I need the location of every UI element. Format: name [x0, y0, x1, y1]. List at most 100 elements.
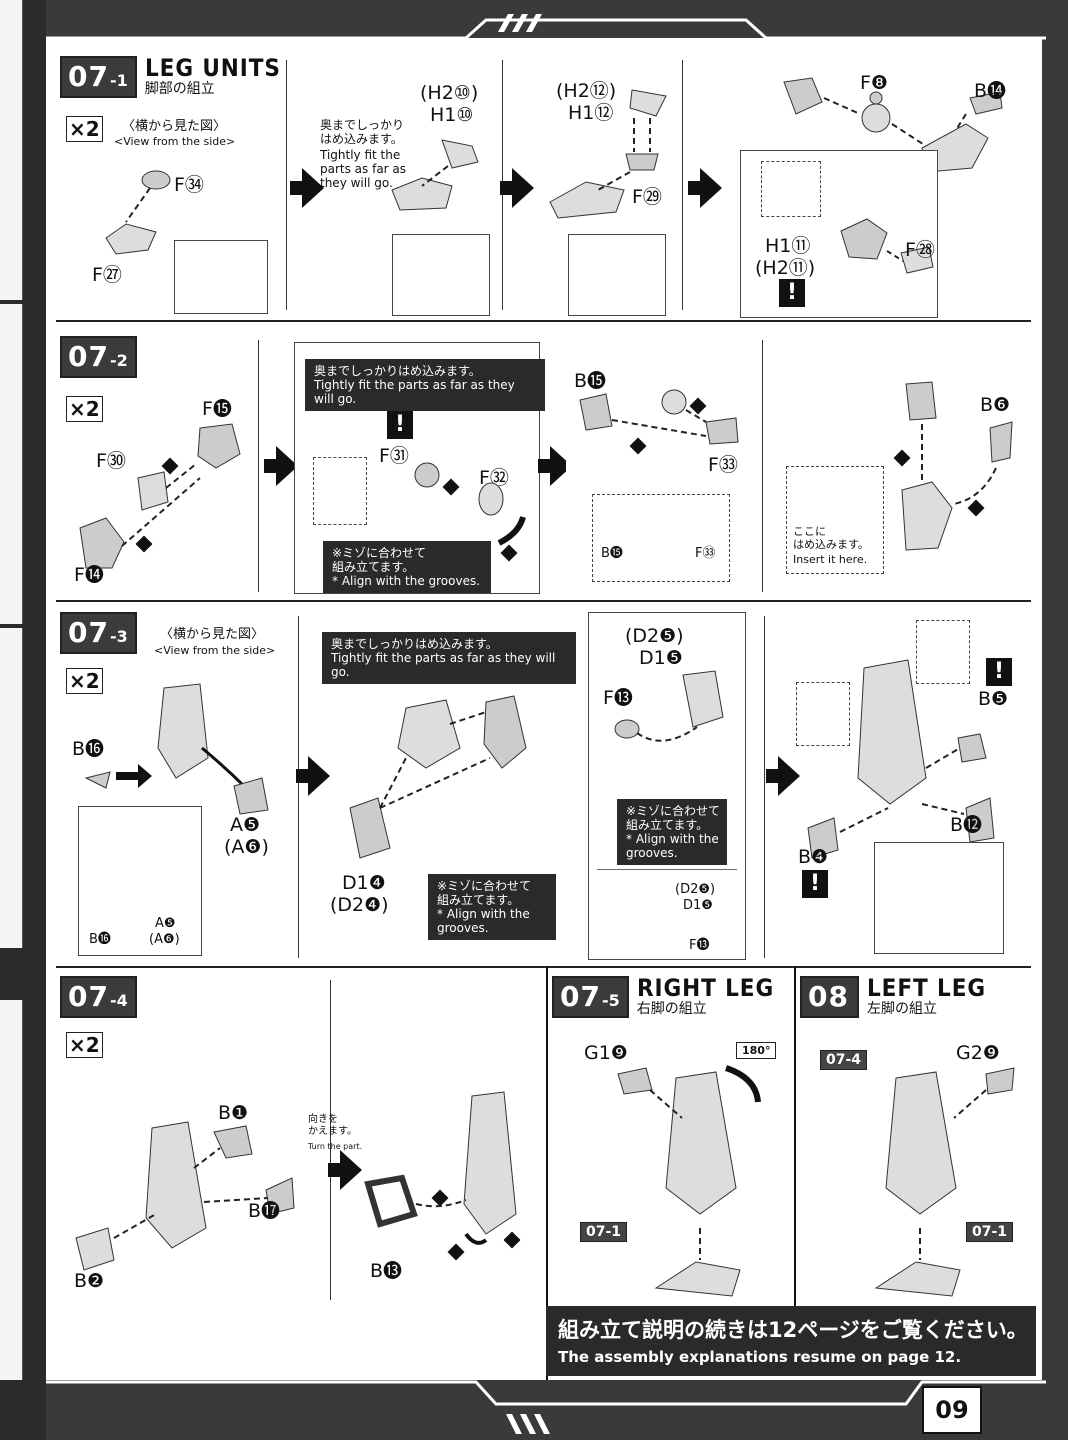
continuation-banner: 組み立て説明の続きは12ページをご覧ください。 The assembly exp… [546, 1306, 1036, 1376]
reference-step-tag: 07-1 [580, 1222, 628, 1242]
label-b16: B⓰ [72, 738, 105, 760]
label-d2-4: (D2❹) [330, 894, 389, 916]
label-f15: F⓯ [202, 398, 232, 420]
label-b6: B❻ [980, 394, 1011, 416]
view-note-en: <View from the side> [154, 644, 276, 657]
top-decoration [46, 14, 1046, 40]
part-drawing-b6 [893, 381, 1013, 551]
quantity-badge: ×2 [66, 1032, 103, 1058]
part-drawing-h1-10 [391, 139, 479, 211]
label-h2-12: (H2⑫) [556, 80, 617, 102]
detail-inset [174, 240, 268, 314]
label-d2-5: (D2❺) [625, 625, 684, 647]
turn-note-jp: 向きを かえます。 [308, 1114, 357, 1137]
label-b17: B⓱ [248, 1200, 281, 1222]
step-07-4-header: 07-4 [60, 976, 137, 1018]
label-h2-10: (H2⑩) [420, 82, 479, 104]
label-b4: B❹ [798, 846, 829, 868]
rotate-180-icon: 180° [736, 1042, 777, 1059]
detail-inset [568, 234, 666, 316]
next-step-arrow [500, 168, 534, 208]
detail-inset [874, 842, 1004, 954]
label-f8: F❽ [860, 72, 888, 94]
label-b14: B⓮ [974, 80, 1007, 102]
label-b15: B⓯ [574, 370, 607, 392]
step-07-2-subassembly: B⓯ F㉝ B⓯ F㉝ [566, 342, 762, 590]
caution-icon: ! [779, 279, 805, 307]
label-f13: F⓭ [603, 687, 633, 709]
step-title: LEG UNITS [144, 54, 281, 82]
label-b2: B❷ [74, 1270, 105, 1292]
next-step-arrow [296, 756, 330, 796]
label-a6: (A❻) [224, 836, 269, 858]
page-binding [0, 0, 46, 1440]
turn-note-en: Turn the part. [308, 1142, 363, 1151]
view-note-en: <View from the side> [114, 135, 236, 148]
step-title-jp: 左脚の組立 [866, 1001, 937, 1017]
groove-note: ※ミゾに合わせて 組み立てます。* Align with the grooves… [617, 799, 727, 865]
insert-detail: ここに はめ込みます。 Insert it here. [786, 466, 884, 574]
detail-dashed-box [761, 161, 821, 217]
label-f31: F㉛ [379, 445, 409, 467]
continuation-text-jp: 組み立て説明の続きは12ページをご覧ください。 [558, 1318, 1028, 1342]
step-title-jp: 右脚の組立 [636, 1001, 707, 1017]
label-b13: B⓭ [370, 1260, 403, 1282]
caution-icon: ! [986, 658, 1012, 686]
reference-step-tag: 07-1 [966, 1222, 1014, 1242]
detail-inset [392, 234, 490, 316]
label-g1-9: G1❾ [584, 1042, 628, 1064]
quantity-badge: ×2 [66, 668, 103, 694]
label-h1-10: H1⑩ [430, 104, 474, 126]
label-f14: F⓮ [74, 564, 104, 586]
quantity-badge: ×2 [66, 116, 103, 142]
part-drawing-f34-f27 [105, 170, 171, 255]
label-f28: F㉘ [905, 239, 935, 261]
label-h1-12: H1⑫ [568, 102, 614, 124]
fit-note: 奥までしっかりはめ込みます。Tightly fit the parts as f… [305, 359, 545, 411]
quantity-badge: ×2 [66, 396, 103, 422]
reference-step-tag: 07-4 [820, 1050, 868, 1070]
part-drawing-d1-4 [349, 695, 527, 859]
caution-icon: ! [387, 411, 413, 439]
next-step-arrow [328, 1150, 362, 1190]
step-07-2-header: 07-2 [60, 336, 137, 378]
label-f34: F㉞ [174, 174, 204, 196]
step-07-2-detail: 奥までしっかりはめ込みます。Tightly fit the parts as f… [294, 342, 545, 594]
label-f30: F㉚ [96, 450, 126, 472]
step-title-jp: 脚部の組立 [144, 81, 215, 97]
next-step-arrow [766, 756, 800, 796]
page-number: 09 [922, 1386, 982, 1434]
label-g2-9: G2❾ [956, 1042, 1000, 1064]
next-step-arrow [264, 446, 298, 486]
label-d1-4: D1❹ [342, 872, 386, 894]
step-07-3-detail: (D2❺) D1❺ F⓭ ※ミゾに合わせて 組み立てます。* Align wit… [588, 612, 746, 960]
step-title: LEFT LEG [866, 974, 986, 1002]
step-title: RIGHT LEG [636, 974, 774, 1002]
part-drawing-b1-b17-b2 [75, 1121, 295, 1271]
label-b1: B❶ [218, 1102, 249, 1124]
label-a5: A❺ [230, 814, 261, 836]
fit-note: 奥までしっかりはめ込みます。Tightly fit the parts as f… [322, 632, 576, 684]
callout-inset: H1⑪ (H2⑪) F㉘ ! [740, 150, 938, 318]
label-f29: F㉙ [632, 186, 662, 208]
caution-icon: ! [802, 870, 828, 898]
part-drawing-h1-12 [549, 89, 667, 219]
label-h2-11: (H2⑪) [755, 257, 816, 279]
label-f27: F㉗ [92, 264, 122, 286]
label-b12: B⓬ [950, 814, 983, 836]
groove-note: ※ミゾに合わせて 組み立てます。* Align with the grooves… [323, 541, 491, 593]
part-drawing-b13 [364, 1091, 521, 1261]
label-f32: F㉜ [479, 467, 509, 489]
part-drawing-left-leg [874, 1067, 1015, 1297]
step-07-3-header: 07-3 [60, 612, 137, 654]
step-number-box: 07-1 [60, 56, 137, 98]
fit-note-jp: 奥までしっかり はめ込みます。 [320, 118, 405, 146]
next-step-arrow [688, 168, 722, 208]
groove-note: ※ミゾに合わせて 組み立てます。* Align with the grooves… [428, 874, 556, 940]
part-drawing-right-leg [617, 1065, 761, 1297]
next-step-arrow [290, 168, 324, 208]
